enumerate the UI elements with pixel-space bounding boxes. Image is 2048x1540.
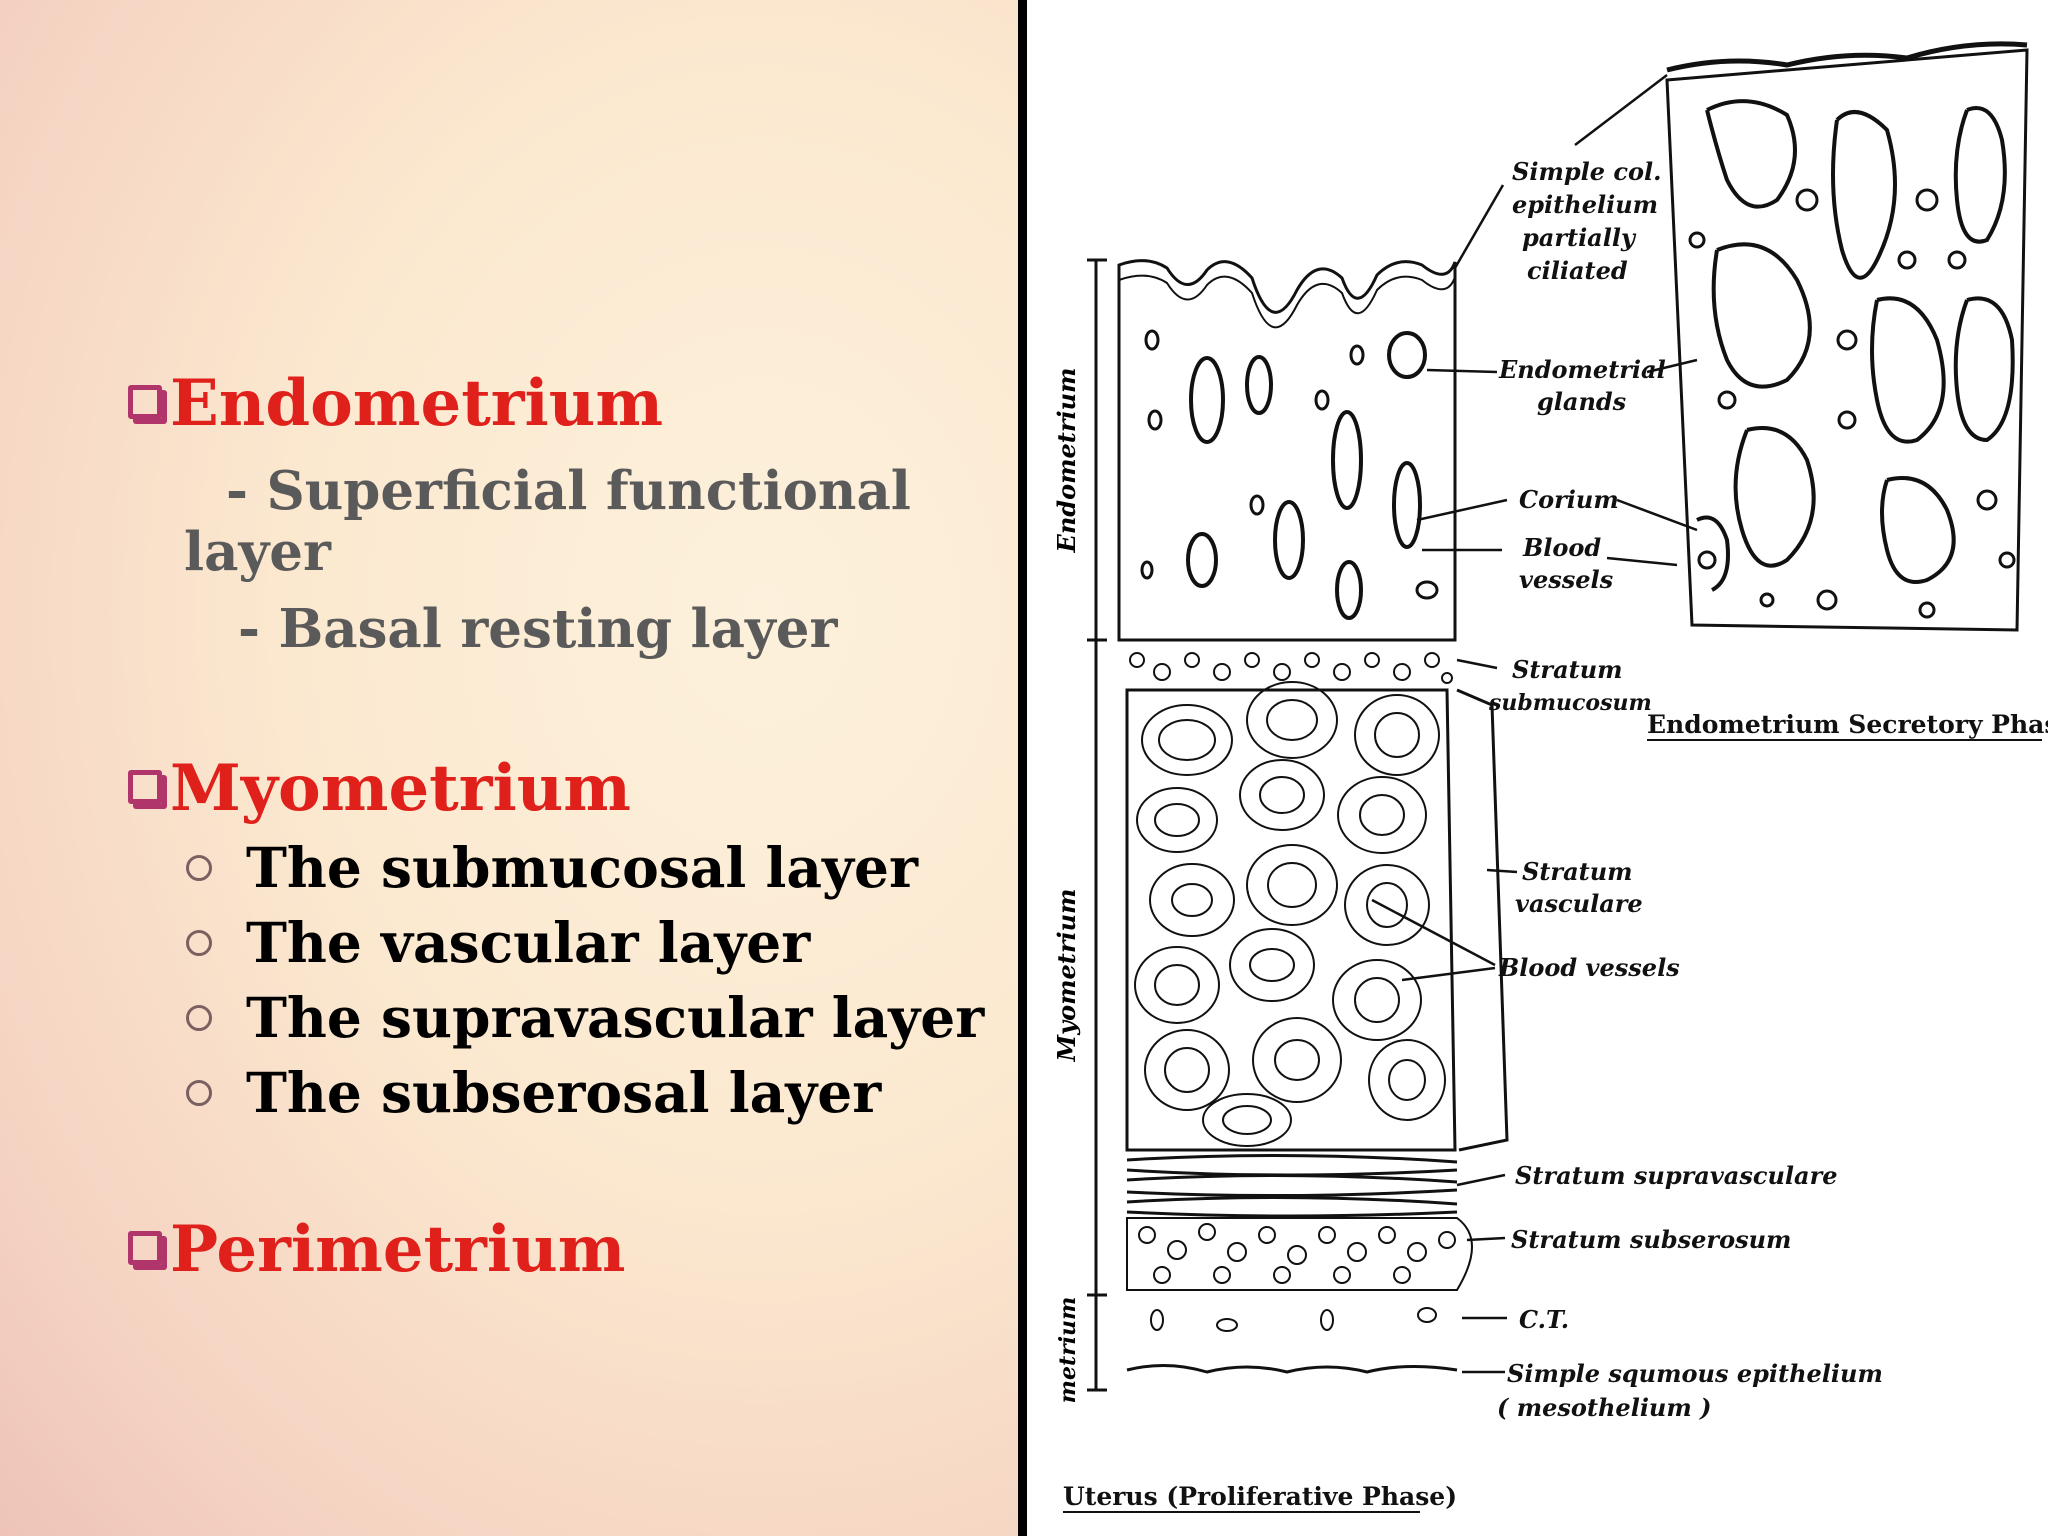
label-stratum-subserosum: Stratum subserosum	[1511, 1225, 1791, 1254]
label-glands-2: glands	[1537, 387, 1627, 416]
uterus-histology-diagram: Endometrium Myometrium metrium	[1052, 41, 2048, 1513]
circle-bullet-icon	[186, 1080, 212, 1106]
perimetrium-heading: Perimetrium	[128, 1218, 625, 1282]
label-stratum-supravasculare: Stratum supravasculare	[1515, 1161, 1838, 1190]
endometrium-sub-functional-cont: layer	[184, 521, 331, 583]
stratum-subserosum-band	[1126, 1217, 1473, 1291]
checkbox-bullet-icon	[128, 385, 162, 419]
endometrium-sub-functional: - Superficial functional	[226, 460, 911, 522]
label-stratum-vasculare-2: vasculare	[1515, 889, 1643, 918]
checkbox-bullet-icon	[128, 1231, 162, 1265]
perimetrium-section	[1126, 1307, 1458, 1374]
stratum-supravasculare-band	[1126, 1153, 1458, 1218]
diagram-labels: Simple col. epithelium partially ciliate…	[1488, 157, 1883, 1422]
checkbox-bullet-icon	[128, 770, 162, 804]
myometrium-item: The vascular layer	[186, 915, 810, 970]
endometrium-heading: Endometrium	[128, 372, 663, 436]
side-label-endometrium: Endometrium	[1052, 368, 1081, 554]
label-glands-1: Endometrial	[1498, 355, 1666, 384]
label-ct: C.T.	[1519, 1305, 1569, 1334]
label-stratum-submucosum-1: Stratum	[1512, 655, 1623, 684]
label-stratum-vasculare-1: Stratum	[1522, 857, 1633, 886]
label-corium: Corium	[1519, 485, 1619, 514]
circle-bullet-icon	[186, 855, 212, 881]
label-blood-vessels-mid: Blood vessels	[1498, 953, 1680, 982]
label-epithelium-2: epithelium	[1512, 190, 1658, 219]
label-squamous-2: ( mesothelium )	[1497, 1393, 1712, 1422]
label-epithelium-1: Simple col.	[1512, 157, 1661, 186]
side-label-myometrium: Myometrium	[1052, 889, 1081, 1063]
label-epithelium-4: ciliated	[1527, 256, 1628, 285]
title-proliferative-phase: Uterus (Proliferative Phase)	[1063, 1482, 1457, 1511]
circle-bullet-icon	[186, 1005, 212, 1031]
leader-lines	[1371, 74, 1698, 1374]
stratum-submucosum-band	[1129, 652, 1453, 684]
label-epithelium-3: partially	[1522, 223, 1637, 252]
section-scale-bar	[1087, 258, 1107, 1392]
myometrium-item: The supravascular layer	[186, 990, 984, 1045]
label-blood-vessels-top-2: vessels	[1519, 565, 1614, 594]
title-secretory-phase: Endometrium Secretory Phase	[1647, 710, 2048, 739]
label-stratum-submucosum-2: submucosum	[1488, 690, 1652, 716]
myometrium-heading: Myometrium	[128, 757, 631, 821]
stratum-vasculare-section	[1125, 681, 1509, 1152]
endometrium-sub-basal: - Basal resting layer	[238, 598, 838, 660]
myometrium-item: The submucosal layer	[186, 840, 918, 895]
label-squamous-1: Simple squmous epithelium	[1507, 1359, 1883, 1388]
text-panel: Endometrium - Superficial functional lay…	[0, 0, 1018, 1536]
endometrium-section	[1117, 259, 1457, 642]
divider	[1018, 0, 1027, 1536]
circle-bullet-icon	[186, 930, 212, 956]
label-blood-vessels-top-1: Blood	[1522, 533, 1601, 562]
diagram-panel: Endometrium Myometrium metrium	[1027, 0, 2048, 1536]
side-label-perimetrium: metrium	[1055, 1297, 1081, 1404]
myometrium-item: The subserosal layer	[186, 1065, 881, 1120]
secretory-endometrium-section	[1665, 41, 2029, 632]
